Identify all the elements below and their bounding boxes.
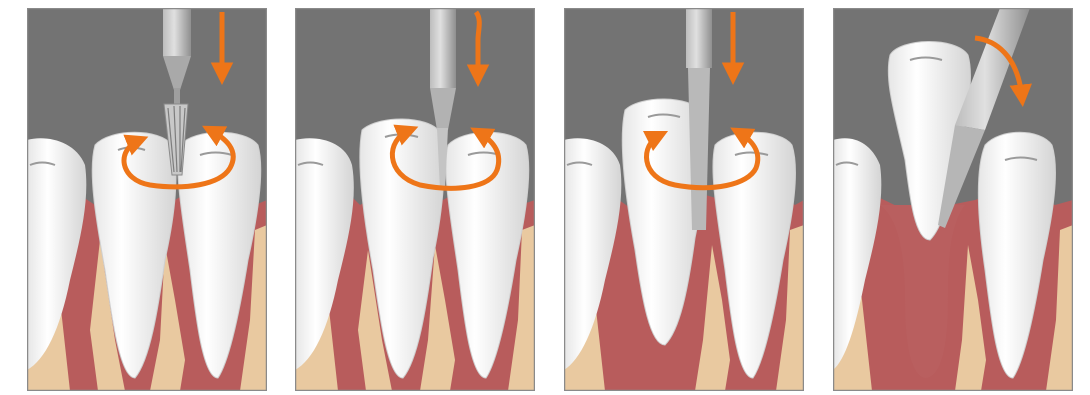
panel-3 <box>564 8 804 391</box>
panel-1 <box>27 8 267 391</box>
panel-2 <box>295 8 535 391</box>
panel-4 <box>833 8 1073 391</box>
